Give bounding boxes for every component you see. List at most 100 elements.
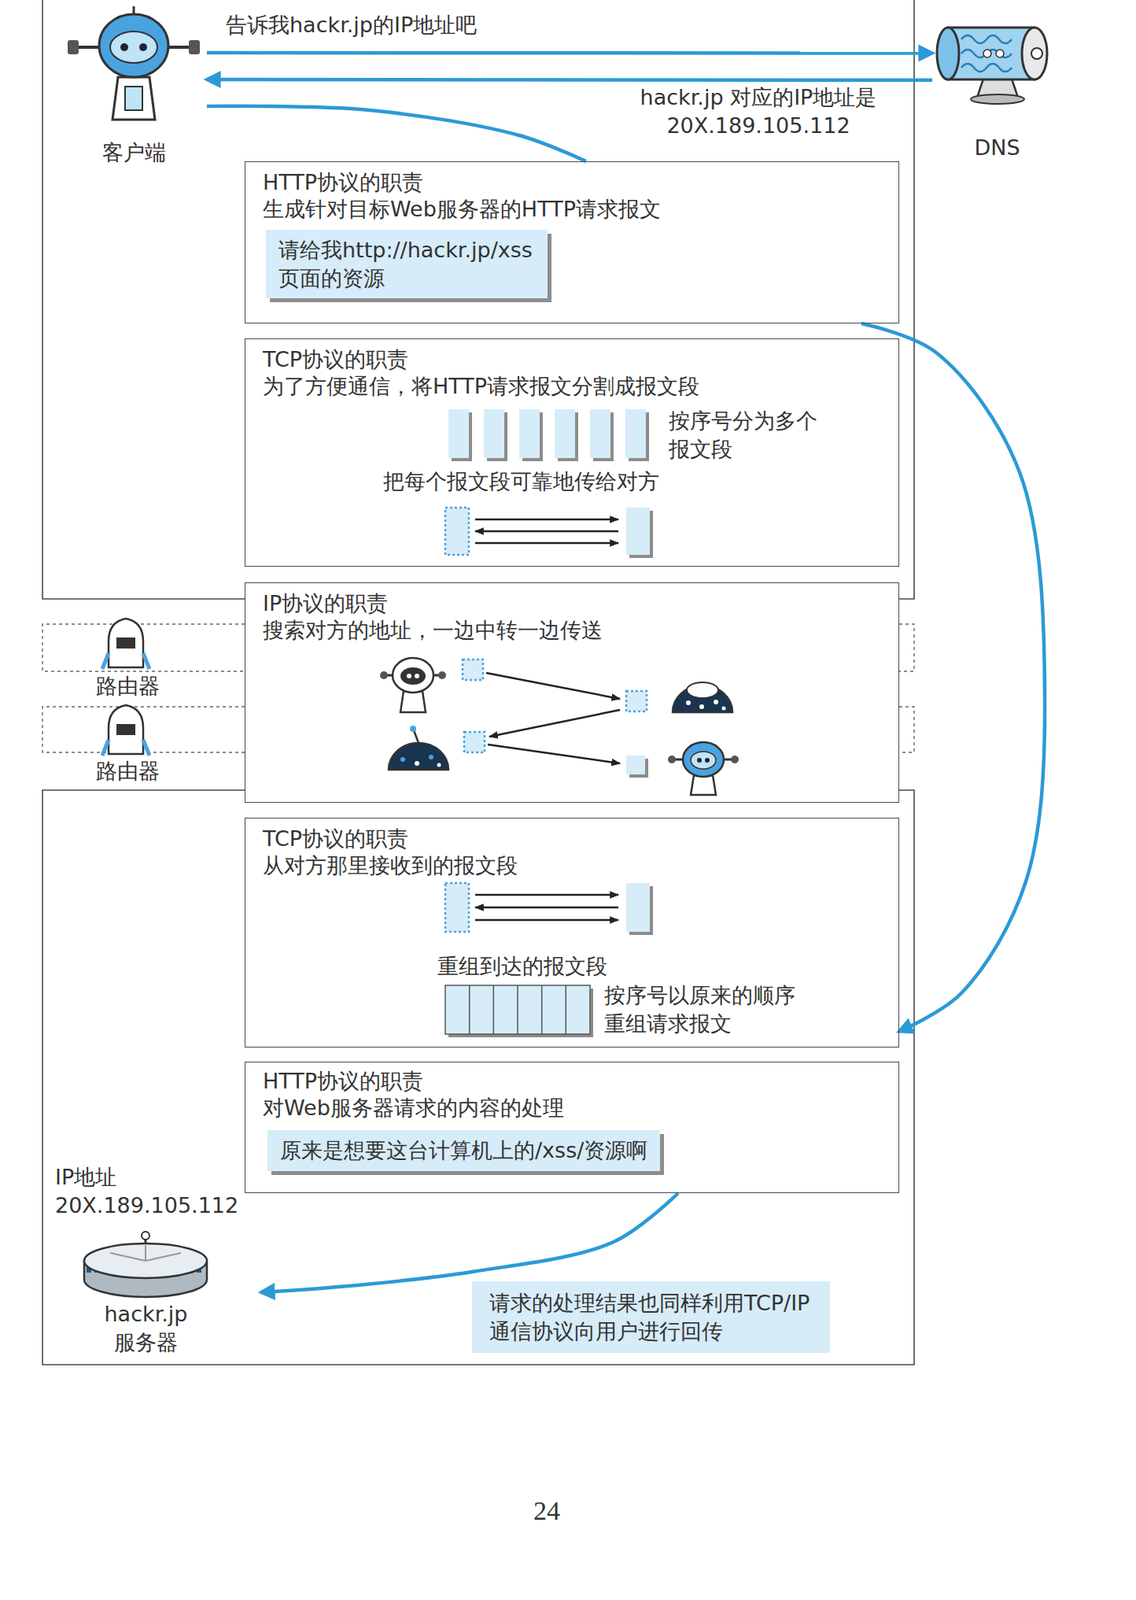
segment-receive-part (445, 882, 469, 932)
ip-relay-part (486, 672, 620, 699)
ip-relay-part (730, 755, 739, 764)
router: 路由器 (78, 701, 184, 790)
box-heading: HTTP协议的职责 (262, 1066, 424, 1096)
ip-relay-part (437, 763, 442, 768)
ip-relay-part (413, 730, 419, 743)
ip-relay-part (400, 690, 426, 712)
box-text: 重组到达的报文段 (437, 951, 608, 981)
ip-relay-part (388, 742, 449, 770)
ip-relay (379, 657, 739, 795)
client-robot-part (110, 31, 158, 63)
client-robot-part (67, 40, 79, 55)
box-text: hackr.jp 服务器 (103, 1299, 189, 1356)
web-server: IP地址 20X.189.105.112 hackr.jp 服务器 (48, 1158, 262, 1361)
client-robot-part (125, 86, 143, 111)
segment-transfer-part (475, 542, 619, 545)
ip-relay-part (487, 744, 620, 764)
protocol-box: HTTP协议的职责生成针对目标Web服务器的HTTP请求报文请给我http://… (244, 161, 900, 324)
ip-relay-part (414, 760, 420, 766)
box-heading: HTTP协议的职责 (262, 168, 424, 197)
dns-server: DNS (932, 15, 1069, 167)
router-icon-part (108, 704, 144, 754)
protocol-box: TCP协议的职责为了方便通信，将HTTP请求报文分割成报文段按序号分为多个 报文… (244, 338, 900, 567)
edge-label: hackr.jp 对应的IP地址是 20X.189.105.112 (605, 83, 912, 140)
ip-relay-part (438, 671, 447, 679)
ip-relay-part (379, 671, 388, 679)
box-text: IP地址 20X.189.105.112 (55, 1162, 242, 1219)
ip-relay-part (626, 755, 646, 775)
message-segments-part (554, 409, 576, 458)
box-text: 路由器 (78, 671, 178, 701)
ip-relay-part (686, 682, 719, 698)
router: 路由器 (78, 615, 184, 705)
box-text: 路由器 (78, 756, 178, 786)
message-segments-part (590, 409, 611, 458)
page-number: 24 (503, 1493, 591, 1529)
ip-relay-part (409, 725, 417, 732)
server-icon-part (141, 1231, 150, 1240)
client-robot-part (120, 43, 129, 52)
ip-relay-part (400, 667, 426, 685)
ip-relay-part (686, 700, 691, 705)
protocol-box: TCP协议的职责从对方那里接收到的报文段重组到达的报文段按序号以原来的顺序 重组… (244, 817, 900, 1048)
router-band-part (42, 706, 915, 753)
client-robot (67, 6, 200, 120)
flow-arrow (206, 77, 933, 82)
ip-relay-part (626, 690, 647, 712)
server-icon (84, 1231, 207, 1297)
client-robot-part (132, 6, 136, 15)
router-icon-part (116, 723, 136, 735)
dns-server-part (983, 49, 992, 58)
box-heading: IP协议的职责 (262, 589, 388, 618)
edge-label: 告诉我hackr.jp的IP地址吧 (222, 11, 480, 40)
message-segments (448, 409, 650, 462)
ip-relay-part (682, 741, 724, 777)
message-box: 请给我http://hackr.jp/xss 页面的资源 (265, 229, 548, 299)
client-robot-part (139, 43, 148, 52)
box-heading: TCP协议的职责 (262, 345, 409, 374)
ip-relay-part (462, 659, 484, 680)
router-icon-part (102, 739, 150, 756)
message-segments-part (519, 409, 540, 458)
router-band (42, 623, 915, 753)
segment-transfer-part (445, 507, 469, 555)
box-text: 按序号分为多个 报文段 (668, 406, 820, 463)
box-text: 把每个报文段可靠地传给对方 (383, 467, 660, 496)
message-segments-part (625, 409, 646, 458)
flow-arrow (206, 106, 587, 162)
box-text: 按序号以原来的顺序 重组请求报文 (604, 981, 798, 1037)
ip-relay-part (713, 699, 719, 705)
ip-relay-part (414, 673, 420, 679)
box-text: 从对方那里接收到的报文段 (262, 851, 518, 880)
region-frame (42, 0, 915, 1365)
message-segments-part (448, 409, 469, 458)
box-text: 搜索对方的地址，一边中转一边传送 (262, 615, 603, 645)
ip-relay-part (704, 757, 710, 763)
box-text: 请给我http://hackr.jp/xss 页面的资源 (278, 236, 535, 292)
client-robot: 客户端 (66, 6, 207, 172)
ip-relay-part (667, 755, 676, 764)
router-icon-part (116, 637, 136, 649)
ip-relay-part (406, 673, 412, 679)
box-text: 客户端 (66, 138, 201, 167)
ip-relay-part (464, 731, 485, 753)
box-heading: TCP协议的职责 (262, 824, 409, 853)
flow-arrow (261, 1192, 679, 1292)
region-frame-part (42, 789, 915, 1365)
ip-relay-part (722, 706, 727, 711)
dns-server (936, 27, 1048, 104)
dns-server-part (936, 27, 959, 80)
dns-server-part (1021, 27, 1048, 80)
box-text: 生成针对目标Web服务器的HTTP请求报文 (262, 195, 661, 224)
ip-relay-part (489, 709, 620, 737)
router-icon-part (102, 652, 150, 669)
router-icon-part (108, 618, 144, 668)
client-robot-part (188, 40, 200, 55)
segment-receive-part (626, 882, 650, 932)
protocol-box: IP协议的职责搜索对方的地址，一边中转一边传送 (244, 582, 900, 803)
region-frame-part (42, 0, 915, 599)
client-robot-part (99, 14, 169, 78)
server-icon-part (84, 1242, 207, 1278)
